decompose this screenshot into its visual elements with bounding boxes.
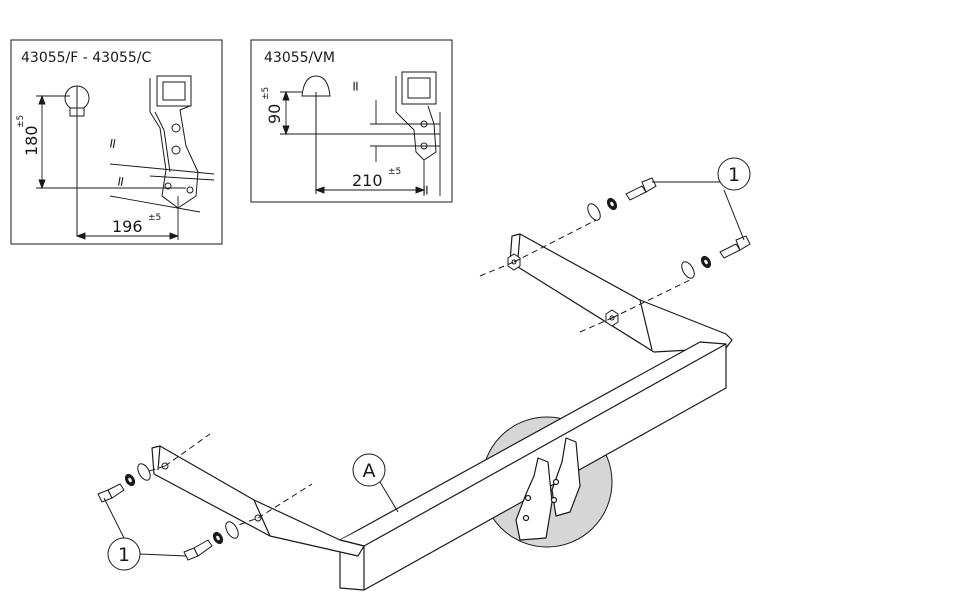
frame-holes [161, 253, 619, 522]
detail-right-title: 43055/VM [264, 50, 335, 66]
hitch-socket-bracket [515, 437, 581, 541]
callout-bolt-bottom: 1 [107, 537, 141, 571]
callout-bolt-top-label: 1 [728, 164, 740, 186]
horizontal-tolerance-left: ±5 [148, 213, 161, 223]
parallel-mark-left-1: = [104, 136, 122, 150]
bracket-right [395, 71, 437, 161]
callout-crossbar: A [352, 453, 386, 487]
detail-box-left: 43055/F - 43055/C [10, 39, 223, 245]
bolt-set-top-2 [681, 235, 751, 279]
callout-crossbar-label: A [363, 460, 376, 482]
bolt-set-top-1 [587, 177, 657, 221]
parallel-mark-left-2: = [112, 174, 130, 188]
horizontal-dimension-right: 210 [352, 171, 383, 190]
callout-bolt-top: 1 [717, 157, 751, 191]
horizontal-dimension-left: 196 [112, 217, 143, 236]
height-tolerance-right: ±5 [261, 87, 271, 100]
parallel-mark-right-2: = [418, 184, 434, 196]
height-dimension-left: 180 [22, 125, 41, 156]
parallel-mark-right-1: = [348, 80, 364, 92]
bracket-left [149, 75, 199, 209]
height-tolerance-left: ±5 [16, 115, 26, 128]
tow-ball-right [301, 75, 331, 194]
tow-bar-frame [151, 233, 733, 591]
tow-ball-left [64, 85, 90, 236]
dimension-lines-right [280, 90, 441, 196]
dimension-lines-left [36, 94, 215, 240]
bolt-set-bottom-1 [97, 463, 151, 503]
bolt-set-bottom-2 [183, 521, 239, 561]
horizontal-tolerance-right: ±5 [388, 167, 401, 177]
detail-box-right: 43055/VM [250, 39, 453, 203]
detail-left-title: 43055/F - 43055/C [21, 50, 152, 66]
height-dimension-right: 90 [265, 104, 284, 124]
callout-bolt-bottom-label: 1 [118, 544, 130, 566]
